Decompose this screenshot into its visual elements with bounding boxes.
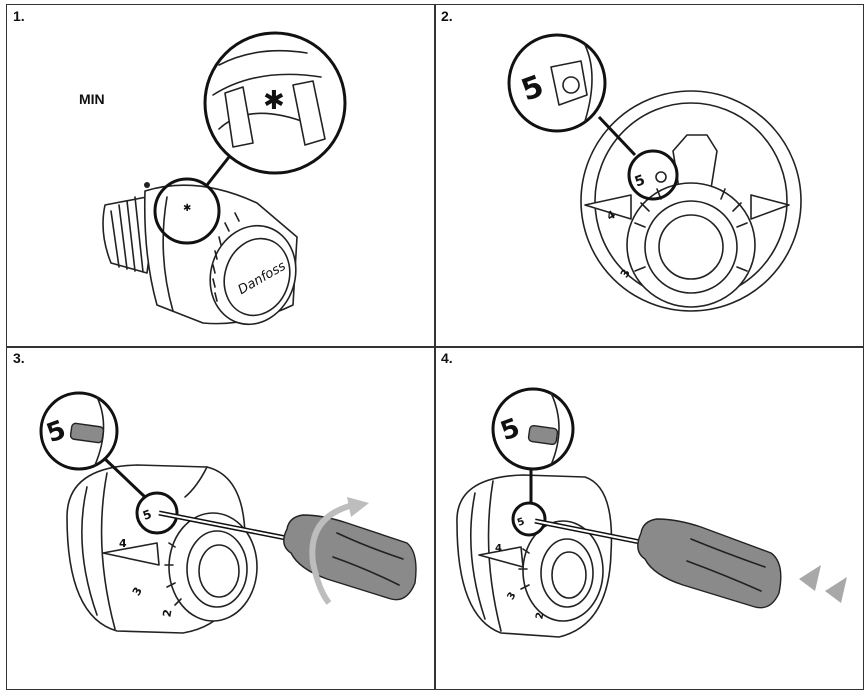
step-4-number: 4. <box>441 350 453 366</box>
step-2-panel: 2. 5 <box>434 4 864 348</box>
scale-mark-2: 2 <box>160 608 174 618</box>
snowflake-symbol: ✱ <box>263 86 285 116</box>
rotate-arrow-icon <box>309 502 354 605</box>
adjust-screw-illustration: 4 3 2 5 5 <box>39 391 417 634</box>
scale-mark-5-small: 5 <box>516 516 526 529</box>
thermostat-head-illustration: Danfoss ✱ ✱ <box>102 31 347 326</box>
magnifier-small-circle <box>153 177 221 245</box>
scale-mark-2: 2 <box>534 611 546 620</box>
snowflake-small: ✱ <box>183 203 191 214</box>
scale-mark-4: 4 <box>119 537 127 550</box>
scale-mark-3: 3 <box>506 590 519 602</box>
scale-mark-4: 4 <box>495 543 502 554</box>
screwdriver-icon <box>637 518 782 609</box>
step-3-number: 3. <box>13 350 25 366</box>
screwdriver-icon <box>283 514 417 601</box>
step-4-panel: 4. 4 3 2 5 <box>434 346 864 690</box>
thermostat-rear-illustration: 5 4 3 5 <box>507 33 802 312</box>
step-1-number: 1. <box>13 8 25 24</box>
min-label: MIN <box>79 91 105 107</box>
scale-ticks <box>212 212 240 302</box>
step-3-panel: 3. 4 3 2 5 <box>6 346 436 690</box>
step-2-number: 2. <box>441 8 453 24</box>
screw-tightened-illustration: 4 3 2 5 5 <box>456 387 847 638</box>
push-arrows-icon <box>799 565 847 603</box>
step-1-panel: 1. MIN Danfoss <box>6 4 436 348</box>
